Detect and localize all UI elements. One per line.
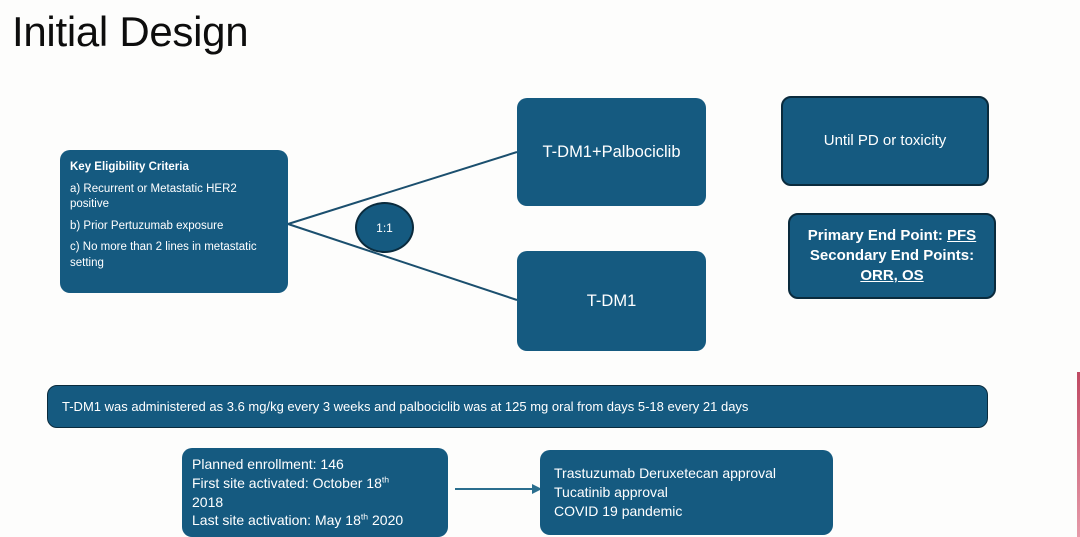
first-site-activated-line: First site activated: October 18th [192,474,389,493]
first-site-activated-text: First site activated: October 18 [192,474,382,491]
criteria-item-a: a) Recurrent or Metastatic HER2 positive [70,182,237,211]
criteria-item-c: c) No more than 2 lines in metastatic se… [70,241,257,269]
page-title: Initial Design [12,8,249,55]
treatment-arm-monotherapy-box: T-DM1 [517,251,706,351]
treatment-duration-box: Until PD or toxicity [781,96,989,186]
secondary-endpoint-value: ORR, OS [860,267,924,285]
dosing-regimen-text: T-DM1 was administered as 3.6 mg/kg ever… [62,398,749,414]
primary-endpoint-value: PFS [947,226,977,244]
external-events-box: Trastuzumab Deruxetecan approval Tucatin… [540,450,833,535]
randomization-ratio-label: 1:1 [376,220,393,235]
primary-endpoint-label: Primary End Point: [807,226,947,244]
criteria-heading: Key Eligibility Criteria [70,161,189,173]
treatment-duration-label: Until PD or toxicity [823,131,947,149]
secondary-endpoint-label: Secondary End Points: [809,246,975,264]
treatment-arm-combination-box: T-DM1+Palbociclib [517,98,706,206]
arm-combination-label: T-DM1+Palbociclib [542,142,681,161]
arm-monotherapy-label: T-DM1 [586,291,637,310]
study-endpoints-box: Primary End Point: PFS Secondary End Poi… [788,213,996,299]
event-line-2: Tucatinib approval [554,484,668,501]
event-line-3: COVID 19 pandemic [554,502,683,519]
primary-endpoint-row: Primary End Point: PFS [808,226,976,246]
last-site-activation-line: Last site activation: May 18th 2020 [192,511,403,530]
planned-enrollment-line: Planned enrollment: 146 [192,455,344,472]
enrollment-timeline-box: Planned enrollment: 146 First site activ… [182,448,448,537]
dosing-regimen-banner: T-DM1 was administered as 3.6 mg/kg ever… [47,385,988,428]
first-site-ordinal-suffix: th [381,473,390,484]
last-site-year: 2020 [368,512,404,529]
right-edge-accent-strip [1077,372,1080,537]
first-site-year-line: 2018 [192,493,224,510]
last-site-activation-text: Last site activation: May 18 [192,512,361,529]
event-line-1: Trastuzumab Deruxetecan approval [554,465,777,482]
criteria-item-b: b) Prior Pertuzumab exposure [70,219,224,232]
secondary-endpoint-row: ORR, OS [860,266,923,286]
last-site-ordinal-suffix: th [360,511,369,522]
randomization-ratio-node: 1:1 [355,202,414,253]
key-eligibility-criteria-box: Key Eligibility Criteria a) Recurrent or… [60,150,288,293]
